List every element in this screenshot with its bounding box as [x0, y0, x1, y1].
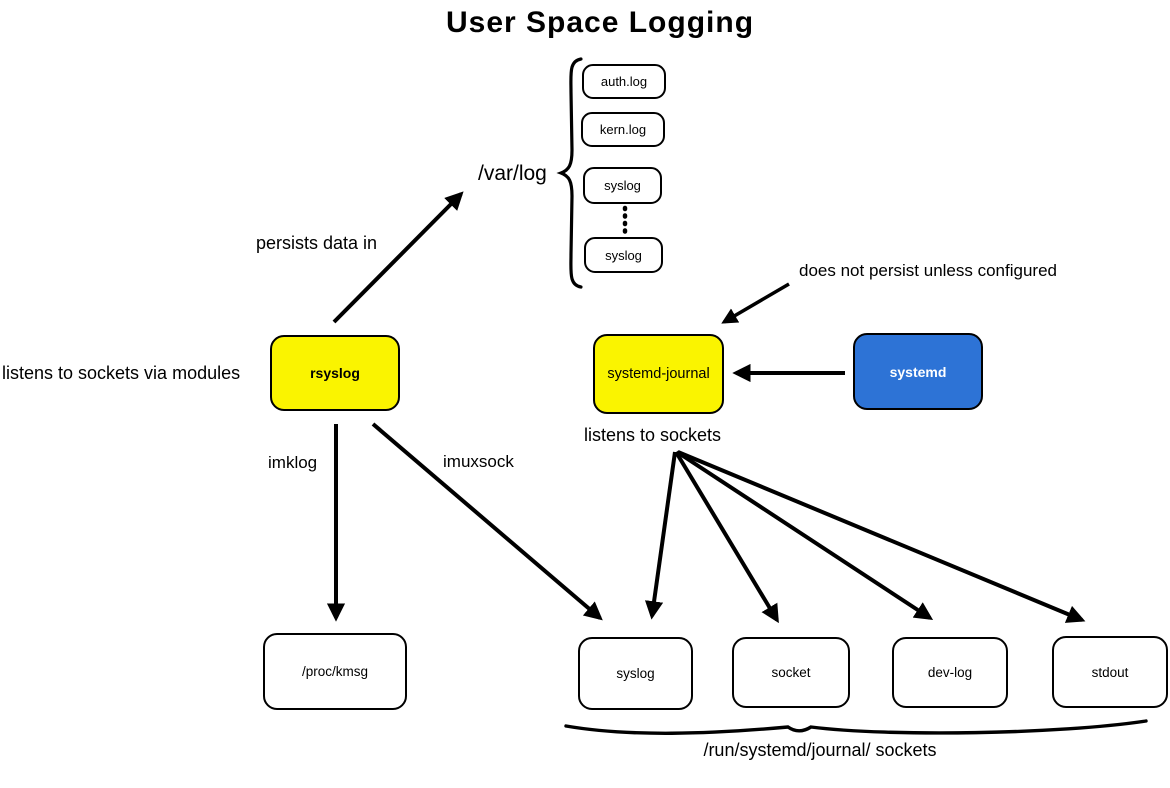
- imuxsock-label: imuxsock: [443, 452, 514, 471]
- log-file-syslog-n-label: syslog: [605, 247, 642, 263]
- log-file-syslog-n: syslog: [584, 237, 663, 273]
- arrow-journal-to-socket: [674, 450, 779, 624]
- socket-socket-node-label: socket: [771, 665, 811, 680]
- arrow-does-not-persist: [721, 282, 790, 324]
- socket-syslog-node-label: syslog: [616, 666, 655, 681]
- socket-socket-node: socket: [732, 637, 850, 708]
- listens-to-sockets-label: listens to sockets: [584, 425, 722, 445]
- does-not-persist-label: does not persist unless configured: [799, 261, 1057, 280]
- systemd-journal-node-label: systemd-journal: [607, 366, 710, 382]
- diagram-title: User Space Logging: [445, 6, 755, 39]
- arrow-journal-to-syslog: [644, 451, 677, 620]
- arrow-journal-to-stdout: [677, 450, 1086, 623]
- log-file-kern-label: kern.log: [599, 122, 647, 137]
- log-file-kern: kern.log: [581, 112, 665, 147]
- var-log-label: /var/log: [478, 162, 547, 185]
- systemd-node-label: systemd: [889, 363, 947, 380]
- run-sockets-caption: /run/systemd/journal/ sockets: [703, 740, 937, 760]
- socket-devlog-node-label: dev-log: [927, 665, 973, 680]
- arrow-persists-data: [332, 191, 464, 324]
- proc-kmsg-node-label: /proc/kmsg: [301, 664, 369, 679]
- listens-via-modules-label: listens to sockets via modules: [2, 363, 241, 383]
- run-sockets-brace: [564, 719, 1148, 735]
- socket-stdout-node: stdout: [1052, 636, 1168, 708]
- systemd-node: systemd: [853, 333, 983, 410]
- log-file-auth-label: auth.log: [600, 74, 648, 89]
- arrow-journal-to-devlog: [675, 450, 934, 621]
- systemd-journal-node: systemd-journal: [593, 334, 724, 414]
- persists-data-label: persists data in: [256, 233, 378, 253]
- rsyslog-node-label: rsyslog: [310, 365, 360, 381]
- log-file-syslog: syslog: [583, 167, 662, 204]
- var-log-brace: [556, 57, 583, 289]
- socket-devlog-node: dev-log: [892, 637, 1008, 708]
- proc-kmsg-node: /proc/kmsg: [263, 633, 407, 710]
- log-file-auth: auth.log: [582, 64, 666, 99]
- socket-stdout-node-label: stdout: [1091, 664, 1129, 680]
- rsyslog-node: rsyslog: [270, 335, 400, 411]
- socket-syslog-node: syslog: [578, 637, 693, 710]
- arrow-imuxsock: [371, 422, 603, 621]
- imklog-label: imklog: [268, 453, 318, 472]
- log-file-syslog-label: syslog: [604, 178, 641, 193]
